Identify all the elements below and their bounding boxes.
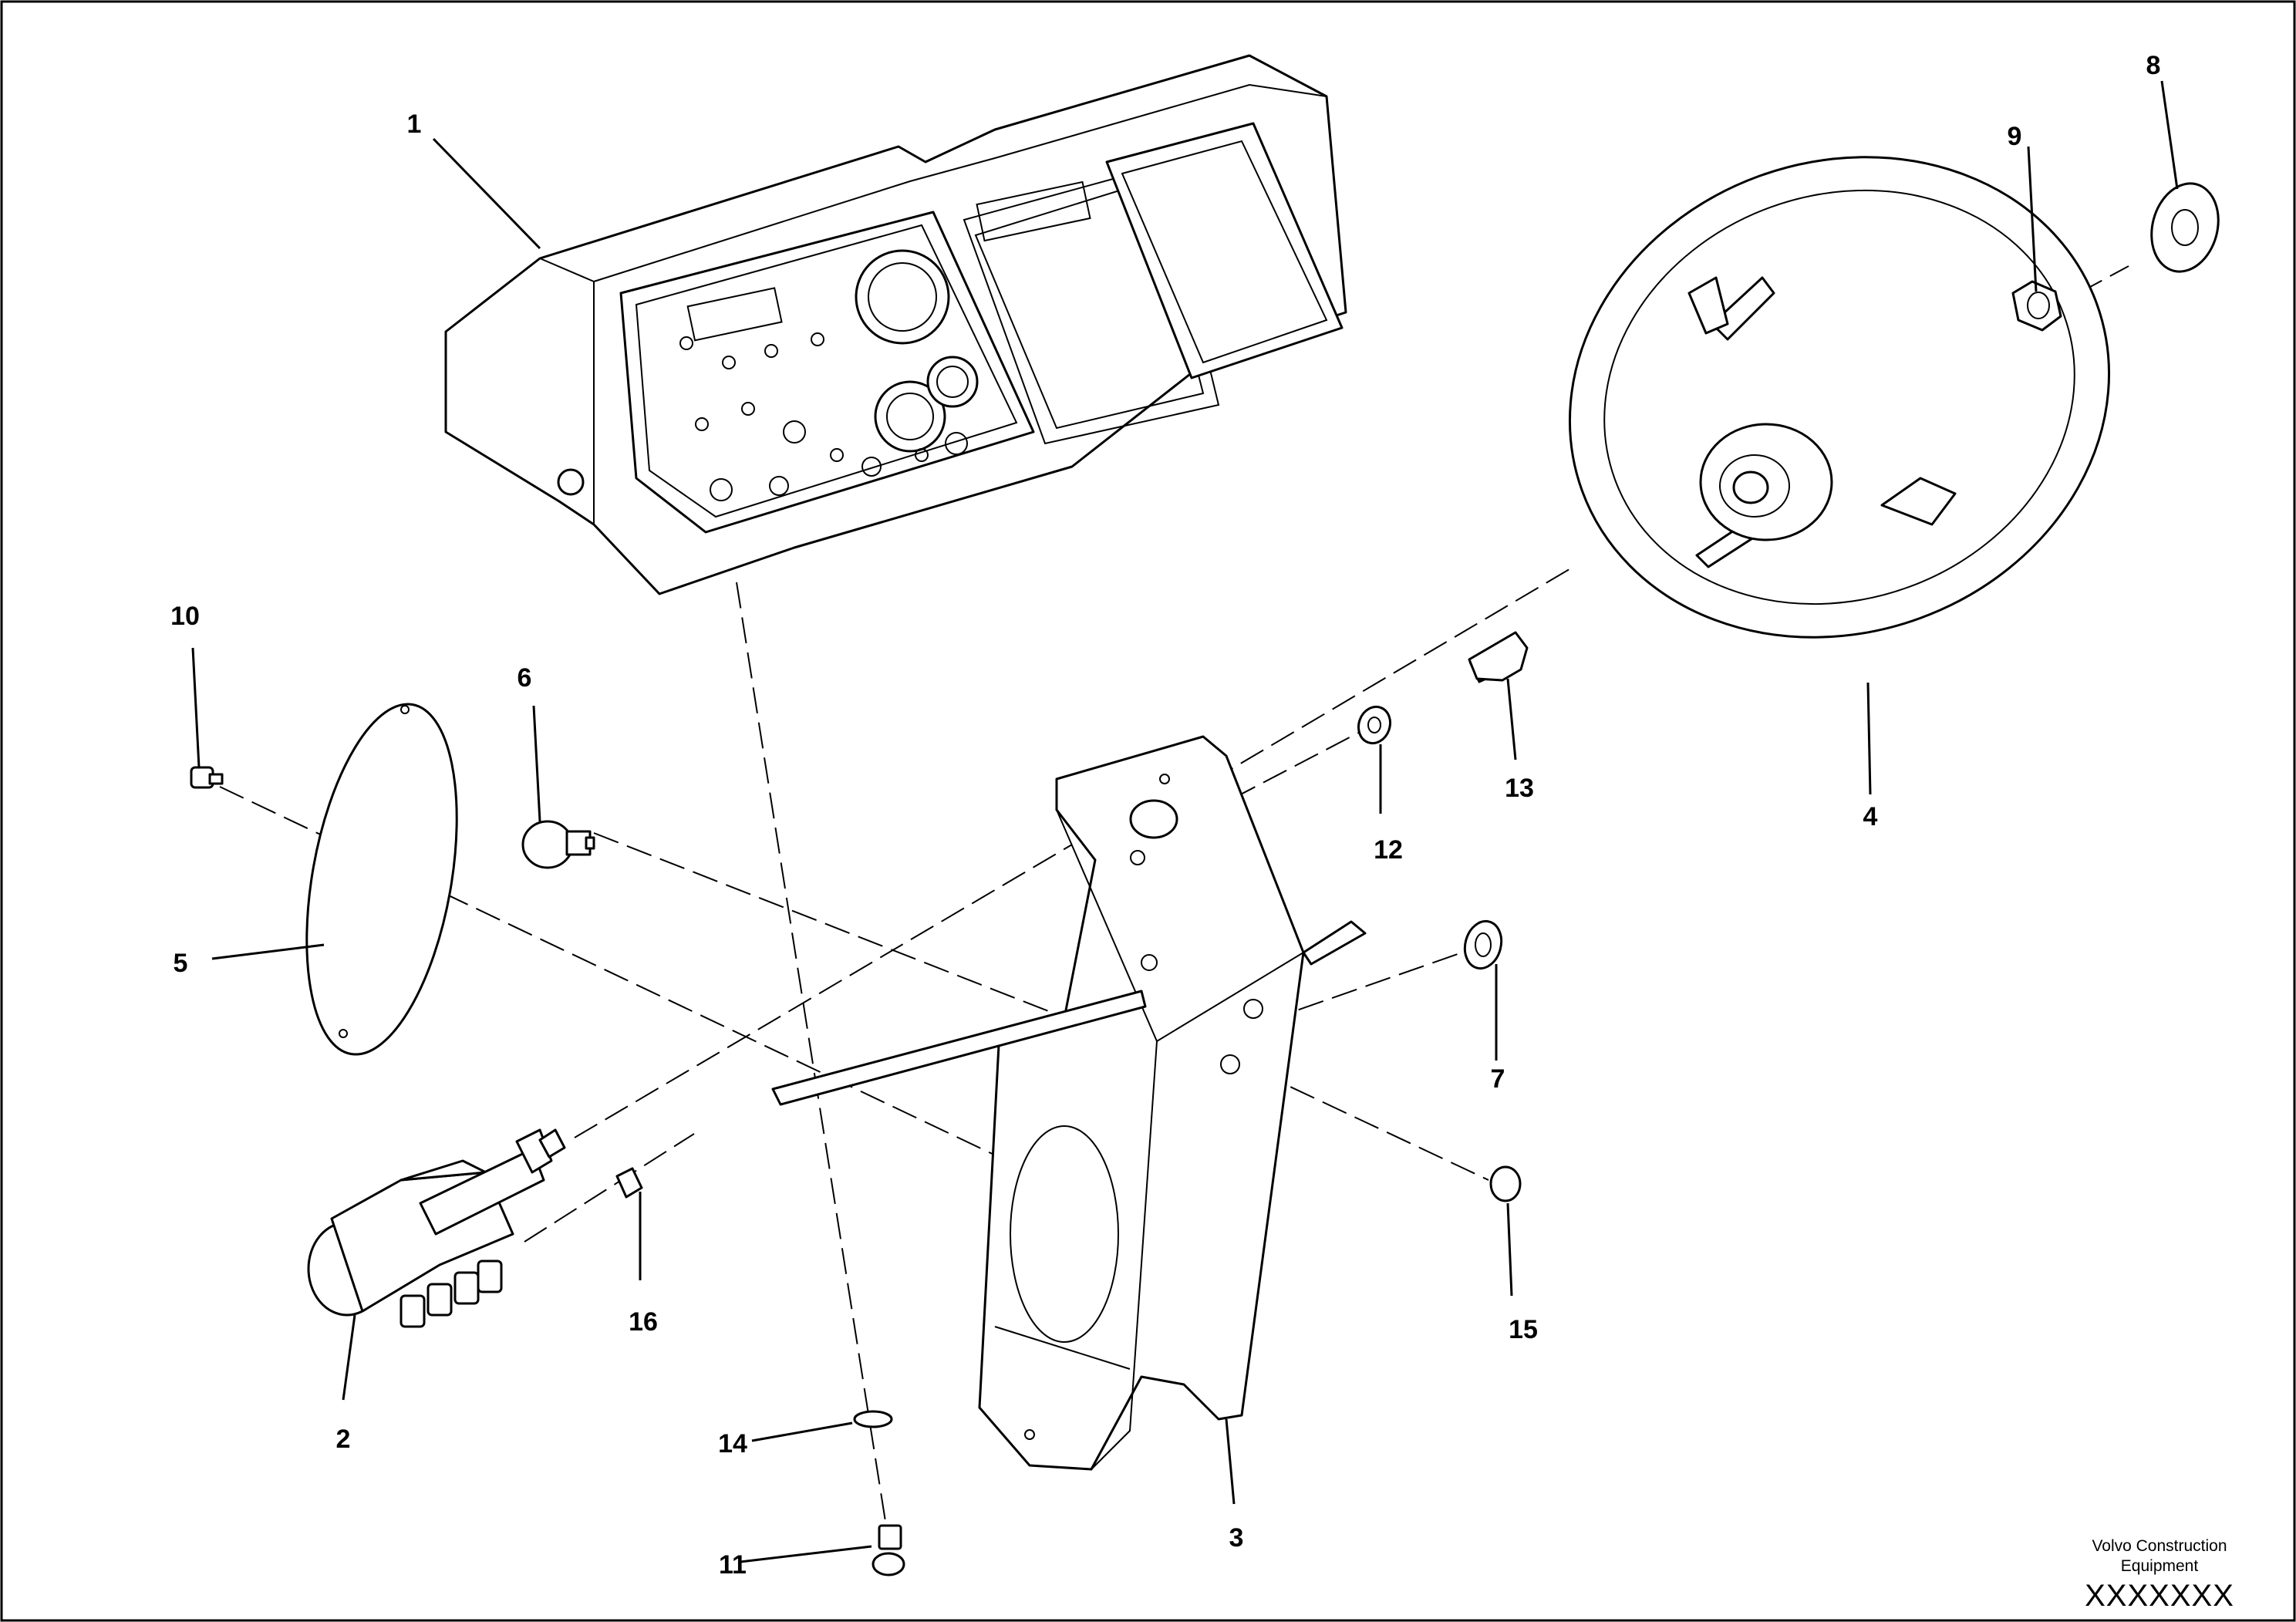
column-bracket: [771, 735, 1367, 1471]
steering-valve: [307, 1128, 566, 1328]
callout-10: 10: [170, 602, 200, 631]
callout-11: 11: [719, 1550, 747, 1580]
callout-14: 14: [718, 1429, 747, 1458]
callout-9: 9: [2008, 122, 2022, 151]
washer-part-12: [1357, 705, 1392, 745]
callout-1: 1: [407, 110, 422, 139]
callout-8: 8: [2146, 51, 2161, 80]
bolt-part-11: [872, 1524, 905, 1576]
footer-block: Volvo Construction Equipment XXXXXXX: [2085, 1537, 2234, 1613]
callout-4: 4: [1863, 802, 1878, 831]
callout-16: 16: [629, 1307, 658, 1337]
plug-part-6: [521, 820, 595, 869]
maker-name-line2: Equipment: [2121, 1557, 2199, 1575]
steering-wheel: [1568, 156, 2111, 639]
callout-15: 15: [1509, 1315, 1538, 1344]
cover-plate: [305, 703, 458, 1056]
clip-part-16: [615, 1167, 643, 1199]
drawing-code: XXXXXXX: [2085, 1579, 2234, 1613]
callouts: 1 2 3 4 5 6 7 8 9 10 11 12 13 14 15 16: [170, 51, 2160, 1580]
bolt-part-13: [1468, 631, 1529, 683]
instrument-panel: [444, 54, 1347, 595]
callout-7: 7: [1491, 1064, 1505, 1094]
callout-5: 5: [174, 949, 188, 978]
callout-12: 12: [1374, 835, 1403, 865]
leader-lines: [191, 80, 2179, 1563]
cap-part-15: [1489, 1165, 1522, 1202]
callout-2: 2: [336, 1425, 351, 1454]
maker-name-line1: Volvo Construction: [2092, 1537, 2227, 1555]
callout-6: 6: [518, 663, 532, 693]
callout-13: 13: [1505, 774, 1534, 803]
screw-part-10: [190, 766, 224, 789]
callout-3: 3: [1229, 1523, 1244, 1553]
nut-part-9: [2011, 280, 2062, 332]
washer-part-8: [2150, 182, 2220, 273]
washer-part-14: [853, 1410, 893, 1428]
grommet-part-7: [1463, 919, 1503, 970]
